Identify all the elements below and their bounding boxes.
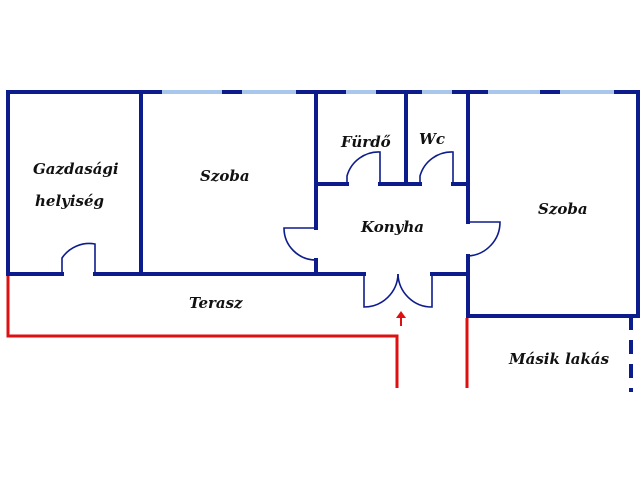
door-wc (419, 151, 454, 184)
door-entry-left (363, 273, 399, 308)
label-kitchen: Konyha (360, 218, 424, 236)
door-entry-right (397, 273, 433, 308)
door-kitchen-left (283, 227, 317, 261)
entrance-arrow-icon (396, 311, 406, 326)
label-bathroom: Fürdő (340, 133, 391, 151)
label-wc: Wc (419, 130, 445, 148)
doors (61, 151, 501, 308)
boundary-terrace (6, 276, 399, 388)
label-room-left: Szoba (200, 167, 250, 185)
label-utility-line1: Gazdasági (33, 160, 119, 178)
door-utility (61, 242, 96, 274)
property-boundary (6, 276, 469, 388)
label-terrace: Terasz (189, 294, 243, 312)
label-other-flat: Másik lakás (508, 350, 610, 368)
door-bathroom (346, 151, 381, 184)
door-kitchen-right (467, 221, 501, 257)
label-utility-line2: helyiség (35, 192, 104, 210)
label-room-right: Szoba (538, 200, 588, 218)
